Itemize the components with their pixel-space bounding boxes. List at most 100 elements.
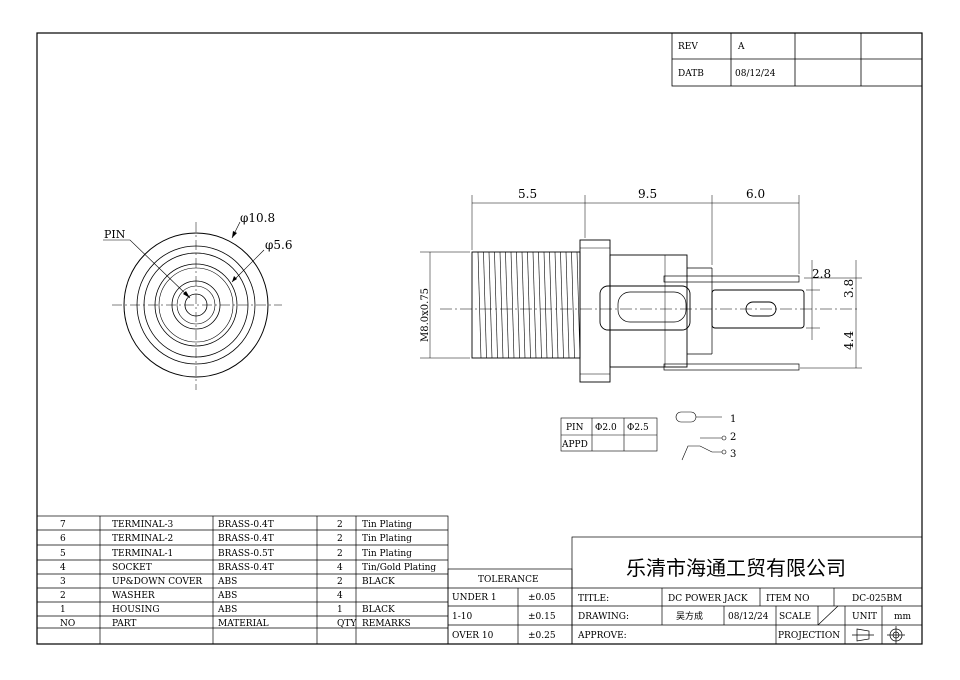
bom-cell-material: BRASS-0.4T [218, 563, 274, 573]
terminal-2-label: 2 [730, 432, 736, 443]
front-view [103, 221, 282, 390]
bom-cell-remarks: Tin Plating [362, 549, 412, 559]
item-no-label: ITEM NO [766, 594, 809, 604]
title-value: DC POWER JACK [668, 594, 748, 604]
thread-line [565, 251, 570, 359]
bom-cell-remarks: Tin Plating [362, 520, 412, 530]
bom-cell-no: 3 [60, 577, 66, 587]
bom-table [36, 515, 449, 645]
rev-label: REV [678, 42, 698, 52]
pin-table-header-d20: Φ2.0 [595, 423, 617, 433]
bom-cell-material: BRASS-0.5T [218, 549, 274, 559]
thread-line [560, 251, 564, 359]
bom-cell-part: TERMINAL-2 [112, 534, 173, 544]
pin-table-header-pin: PIN [566, 423, 584, 433]
bom-cell-no: 4 [60, 563, 66, 573]
item-no-value: DC-025BM [852, 594, 902, 604]
outer-diameter-label: φ10.8 [240, 211, 275, 225]
bom-cell-remarks: BLACK [362, 577, 395, 587]
pin-table [560, 417, 658, 452]
thread-line [488, 251, 493, 359]
title-block [571, 536, 923, 645]
bom-cell-qty: 4 [337, 591, 343, 601]
bom-header-part: PART [112, 619, 136, 629]
terminal-legend-symbol [675, 411, 727, 461]
thread-line [516, 251, 520, 359]
date-value: 08/12/24 [735, 69, 776, 79]
tolerance-range: UNDER 1 [452, 593, 497, 603]
company-name: 乐清市海通工贸有限公司 [626, 556, 846, 580]
rev-value: A [737, 42, 745, 52]
pin-table-row-label: APPD [561, 440, 588, 450]
thread-dim: M8.0x0.75 [420, 288, 431, 342]
bom-header-remarks: REMARKS [362, 619, 411, 629]
thread-line [576, 251, 581, 359]
thread-line [477, 251, 482, 359]
bom-cell-qty: 2 [337, 577, 343, 587]
dim-5-5: 5.5 [518, 187, 537, 201]
bom-cell-no: 5 [60, 549, 66, 559]
thread-line [571, 251, 575, 359]
bom-cell-part: HOUSING [112, 605, 160, 615]
bom-cell-remarks: Tin Plating [362, 534, 412, 544]
bom-cell-part: UP&DOWN COVER [112, 577, 202, 587]
bom-cell-qty: 2 [337, 520, 343, 530]
bom-cell-no: 6 [60, 534, 66, 544]
tolerance-range: 1-10 [452, 612, 472, 622]
tolerance-title: TOLERANCE [478, 575, 539, 585]
bom-cell-material: ABS [217, 577, 237, 587]
bom-cell-remarks: BLACK [362, 605, 395, 615]
projection-label: PROJECTION [778, 631, 840, 641]
terminal-1-label: 1 [730, 414, 736, 425]
bom-cell-no: 7 [60, 520, 66, 530]
leader-arrow [232, 276, 237, 282]
thread-line [549, 251, 553, 359]
tolerance-value: ±0.25 [528, 631, 556, 641]
bom-cell-material: BRASS-0.4T [218, 520, 274, 530]
leader-arrow [183, 291, 190, 298]
tolerance-range: OVER 10 [452, 631, 494, 641]
pin-table-header-d25: Φ2.5 [627, 423, 649, 433]
bom-header-no: NO [60, 619, 75, 629]
dim-6-0: 6.0 [746, 187, 765, 201]
thread-line [532, 251, 537, 359]
thread-line [521, 251, 526, 359]
thread-line [499, 251, 504, 359]
drawing-date: 08/12/24 [728, 612, 769, 622]
bom-cell-qty: 4 [337, 563, 343, 573]
title-label: TITLE: [578, 594, 609, 604]
drawing-label: DRAWING: [578, 612, 629, 622]
thread-line [494, 251, 498, 359]
dim-4-4: 4.4 [842, 331, 856, 350]
thread-line [543, 251, 548, 359]
thread-line [554, 251, 559, 359]
bom-cell-material: ABS [217, 605, 237, 615]
revision-block [671, 32, 923, 87]
bom-cell-material: ABS [217, 591, 237, 601]
thread-line [538, 251, 542, 359]
bom-cell-material: BRASS-0.4T [218, 534, 274, 544]
pin-label: PIN [104, 228, 126, 241]
bom-cell-remarks: Tin/Gold Plating [362, 563, 436, 573]
date-label: DATB [678, 69, 704, 79]
tolerance-value: ±0.05 [528, 593, 556, 603]
bom-cell-no: 2 [60, 591, 66, 601]
unit-label: UNIT [852, 612, 877, 622]
dim-2-8: 2.8 [812, 267, 831, 281]
bom-cell-part: WASHER [112, 591, 155, 601]
bom-cell-qty: 2 [337, 534, 343, 544]
scale-label: SCALE [779, 612, 811, 622]
bom-cell-no: 1 [60, 605, 66, 615]
bom-cell-part: SOCKET [112, 563, 152, 573]
bom-cell-qty: 2 [337, 549, 343, 559]
bom-cell-part: TERMINAL-1 [112, 549, 173, 559]
side-view [420, 195, 862, 383]
approve-label: APPROVE: [577, 631, 627, 641]
leader-arrow [232, 231, 237, 238]
tolerance-value: ±0.15 [528, 612, 556, 622]
thread-line [527, 251, 531, 359]
dim-3-8: 3.8 [842, 279, 856, 298]
projection-symbol-icon [852, 626, 905, 644]
